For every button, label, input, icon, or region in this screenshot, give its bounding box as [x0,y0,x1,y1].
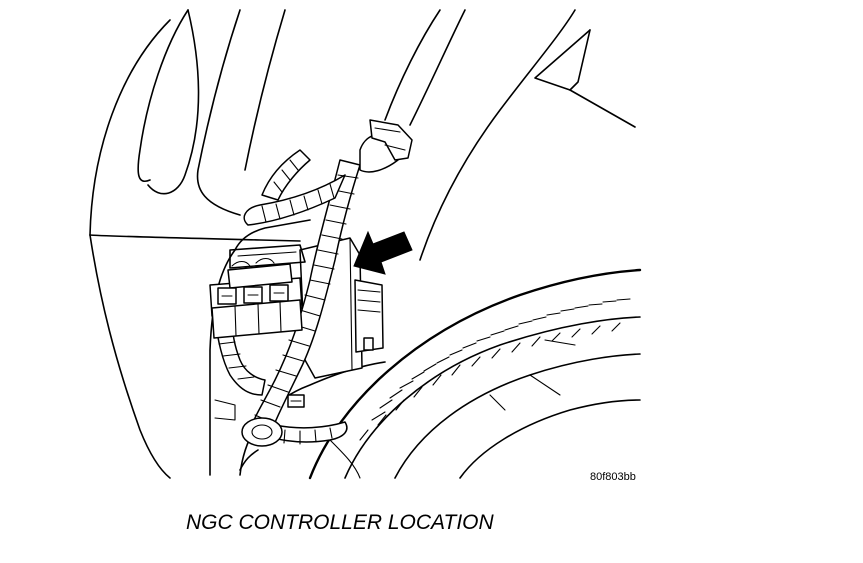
figure-id: 80f803bb [590,471,636,483]
pointer-arrow-icon [353,230,413,275]
caption: NGC CONTROLLER LOCATION [186,511,494,534]
fender-body-outline [89,9,576,479]
tire [308,268,642,480]
hood-corner [534,29,636,128]
mounting-bracket [214,244,306,421]
wiring-harness [211,119,413,479]
